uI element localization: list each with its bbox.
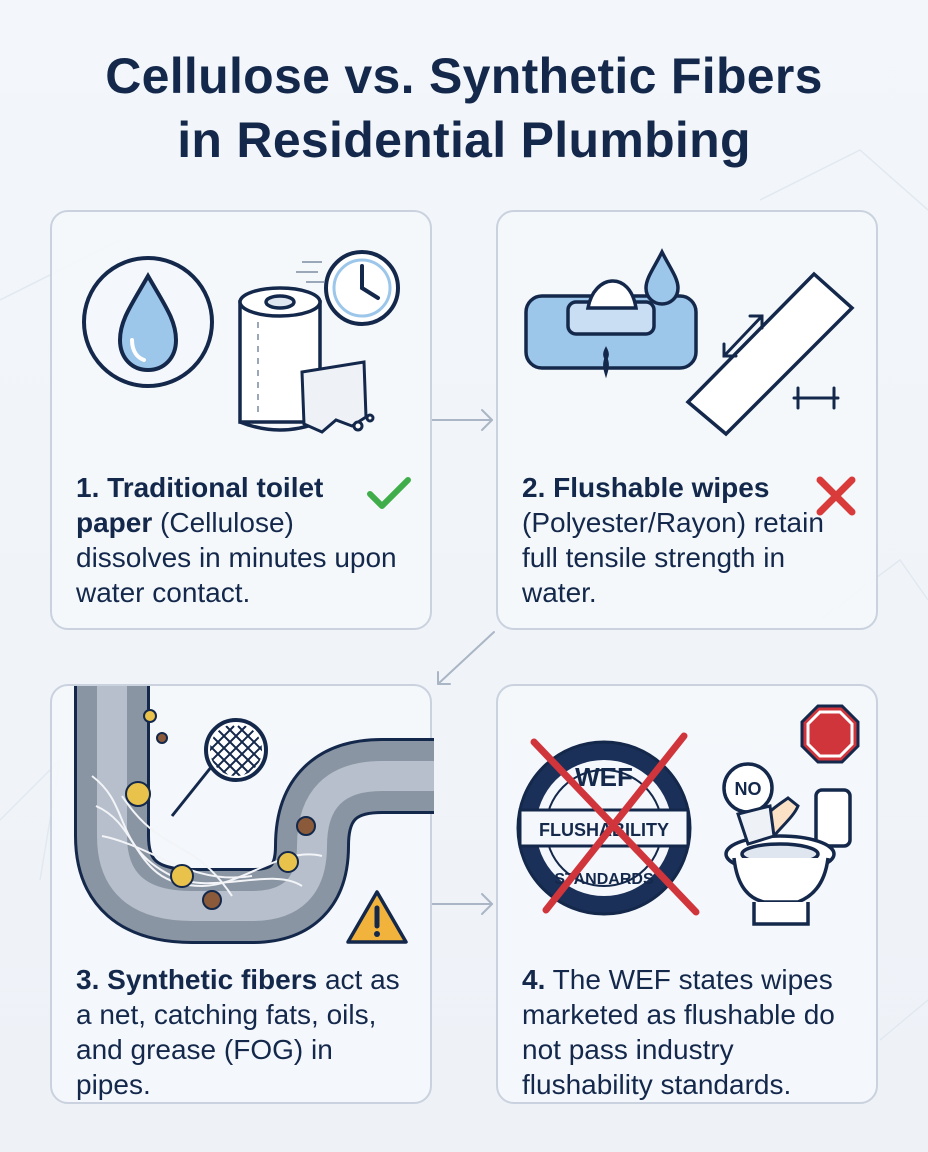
- water-drop-icon: [82, 256, 214, 388]
- card-flushable-wipes: 2. Flushable wipes (Polyester/Rayon) ret…: [496, 210, 878, 630]
- toilet-roll-icon: [238, 286, 322, 432]
- seal-middle-text: FLUSHABILITY: [539, 820, 669, 840]
- pipe-icon: [74, 686, 434, 944]
- cross-icon: [816, 476, 856, 516]
- wipes-illustration: [524, 248, 855, 437]
- card-2-text: (Polyester/Rayon) retain full tensile st…: [522, 507, 824, 608]
- clock-icon: [296, 250, 400, 326]
- seal-bottom-text: STANDARDS: [554, 871, 654, 888]
- seal-top-text: WEF: [575, 762, 633, 792]
- net-magnifier-icon: [170, 718, 268, 817]
- tensile-arrow-icon: [722, 314, 840, 410]
- wipes-pack-icon: [524, 279, 698, 379]
- card-2-number: 2.: [522, 472, 546, 503]
- pipe-clog-illustration: [74, 686, 434, 944]
- grease-blobs: [125, 709, 316, 910]
- stop-sign-icon: [800, 704, 860, 764]
- card-3-number: 3.: [76, 964, 100, 995]
- page-title: Cellulose vs. Synthetic Fibers in Reside…: [0, 44, 928, 172]
- cross-out-icon: [530, 732, 700, 916]
- title-line-1: Cellulose vs. Synthetic Fibers: [105, 48, 823, 104]
- card-4-caption: 4. The WEF states wipes marketed as flus…: [522, 962, 852, 1102]
- wef-seal-illustration: WEF FLUSHABILITY STANDARDS NO: [516, 732, 852, 926]
- no-badge-icon: NO: [722, 762, 774, 814]
- toilet-paper-illustration: [82, 250, 400, 434]
- card-2-caption: 2. Flushable wipes (Polyester/Rayon) ret…: [522, 470, 852, 610]
- card-toilet-paper: 1. Traditional toilet paper (Cellulose) …: [50, 210, 432, 630]
- wipe-sheet-icon: [685, 271, 855, 437]
- card-wef-standards: WEF FLUSHABILITY STANDARDS NO 4. The: [496, 684, 878, 1104]
- dissolving-sheet-icon: [300, 360, 375, 434]
- card-1-number: 1.: [76, 472, 100, 503]
- no-label: NO: [735, 779, 762, 799]
- card-2-bold-text: Flushable wipes: [553, 472, 770, 503]
- warning-icon: [346, 890, 408, 944]
- card-3-bold-text: Synthetic fibers: [107, 964, 318, 995]
- check-icon: [367, 477, 411, 509]
- card-3-text: act as a net, catching fats, oils, and g…: [76, 964, 400, 1100]
- water-drop-icon: [644, 248, 680, 306]
- card-synthetic-fibers: 3. Synthetic fibers act as a net, catchi…: [50, 684, 434, 1104]
- card-3-caption: 3. Synthetic fibers act as a net, catchi…: [76, 962, 406, 1102]
- title-line-2: in Residential Plumbing: [177, 112, 751, 168]
- card-4-text: The WEF states wipes marketed as flushab…: [522, 964, 835, 1100]
- toilet-icon: [724, 788, 852, 926]
- card-1-caption: 1. Traditional toilet paper (Cellulose) …: [76, 470, 406, 610]
- seal-badge-icon: WEF FLUSHABILITY STANDARDS: [516, 740, 692, 916]
- card-1-text: (Cellulose) dissolves in minutes upon wa…: [76, 507, 397, 608]
- hand-wipe-icon: [736, 796, 800, 846]
- card-1-bold-text: Traditional toilet paper: [76, 472, 324, 538]
- card-4-number: 4.: [522, 964, 546, 995]
